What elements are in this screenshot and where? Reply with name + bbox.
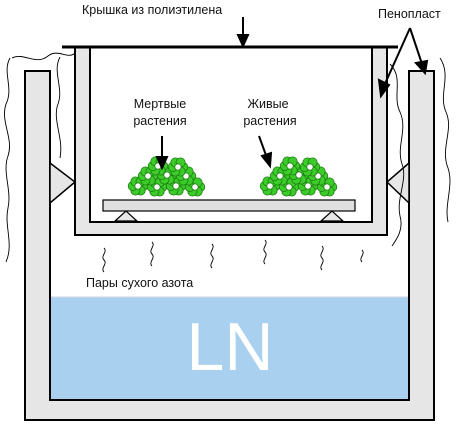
foam-strip-left: [4, 52, 76, 263]
foam-label: Пенопласт: [378, 7, 441, 21]
plant-shelf: [102, 199, 356, 212]
foam-strip-right: [389, 57, 451, 247]
live-plants-cluster: [259, 156, 338, 197]
plant-icon: [269, 166, 291, 186]
foam-arrow-left: [383, 27, 411, 87]
right-foam-wedge: [385, 161, 410, 205]
liquid-nitrogen: [51, 297, 408, 399]
nitrogen-vapor-label: Пары сухого азота: [86, 276, 193, 290]
liquid-nitrogen-label: LN: [187, 309, 274, 385]
annotation-arrows: [155, 17, 429, 171]
foam-arrow-right: [409, 27, 423, 65]
dead-plants-label-line1: Мертвые: [134, 97, 187, 111]
plant-icon: [167, 157, 189, 177]
shelf-support-left: [113, 210, 139, 222]
foam-arrowhead-left: [377, 78, 391, 99]
foam-strip-inner-left: [55, 56, 62, 159]
nitrogen-vapor-wisps: [102, 239, 364, 273]
foam-arrowhead-right: [414, 59, 429, 76]
lid-arrowhead: [236, 34, 250, 49]
shelf-support-right: [319, 210, 345, 222]
left-foam-wedge: [49, 161, 77, 205]
live-plants-arrowhead: [260, 151, 273, 169]
plant-icon: [299, 157, 321, 177]
plant-icon: [259, 176, 281, 196]
lid-label: Крышка из полиэтилена: [82, 3, 222, 17]
dead-plants-cluster: [127, 156, 206, 197]
live-plants-label-line2: растения: [243, 114, 296, 128]
plant-icon: [279, 156, 301, 176]
dead-plants-arrowhead: [155, 156, 169, 171]
dead-plants-label-line2: растения: [133, 114, 186, 128]
live-plants-label-line1: Живые: [247, 97, 288, 111]
